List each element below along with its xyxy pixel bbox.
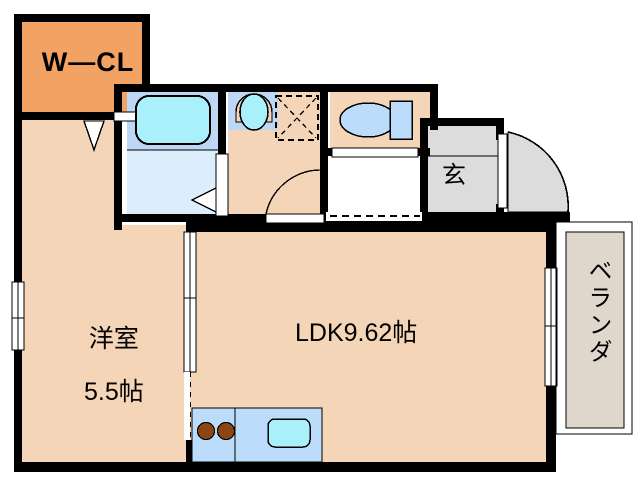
room-fill-walk-in-closet (22, 22, 142, 112)
washroom-door[interactable] (265, 169, 325, 224)
room-sliding-partition[interactable] (183, 231, 197, 440)
entrance-upper-tile (428, 126, 498, 156)
entrance-door[interactable] (497, 131, 570, 213)
entrance-step-line (326, 212, 422, 221)
veranda-outline (555, 221, 633, 435)
walls (14, 14, 570, 472)
kitchen-burner-right (216, 421, 236, 441)
kitchen (191, 407, 323, 463)
exterior-window-left[interactable] (11, 281, 25, 351)
kitchen-burner-left (196, 421, 216, 441)
veranda-sliding-door[interactable] (544, 267, 558, 387)
toilet-door[interactable] (331, 147, 419, 158)
washing-machine-space (275, 95, 319, 141)
kitchen-sink (267, 418, 311, 448)
toilet (339, 100, 413, 140)
bathtub (135, 95, 211, 145)
room-fill-hall (22, 120, 122, 230)
entrance-door-swing-fill (508, 132, 569, 212)
washbasin (235, 93, 273, 131)
bathroom-door[interactable] (190, 153, 229, 217)
